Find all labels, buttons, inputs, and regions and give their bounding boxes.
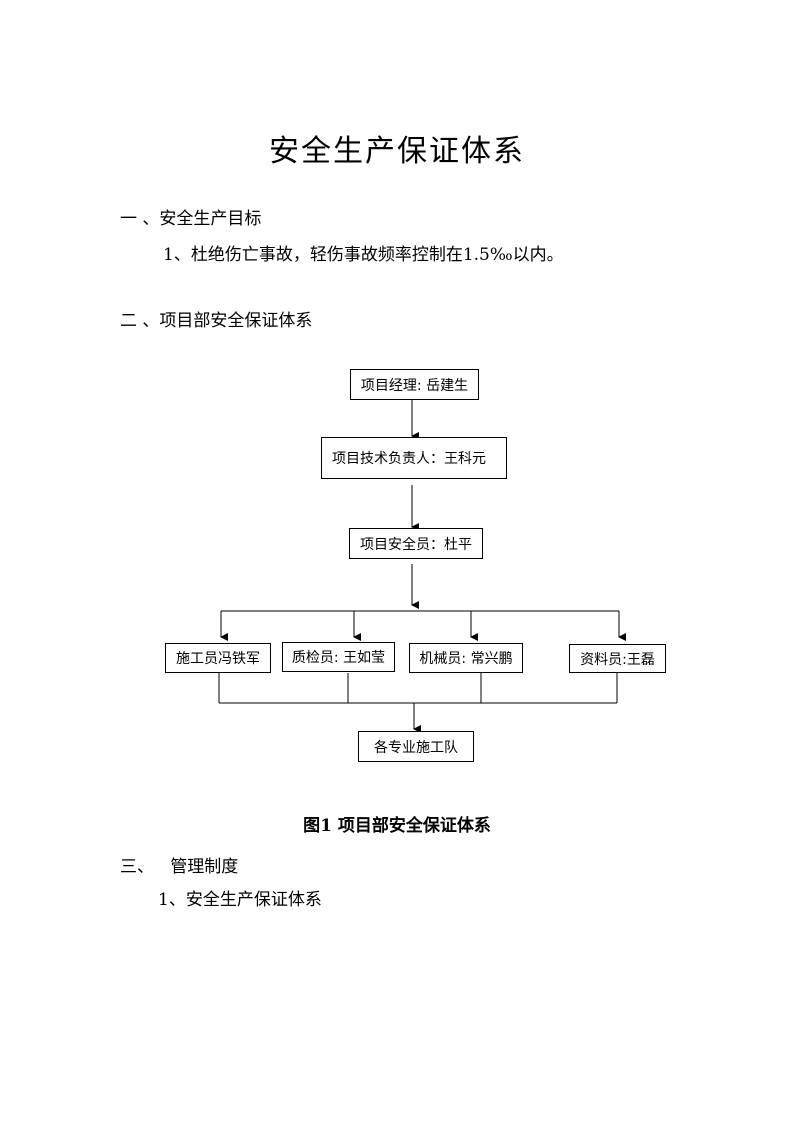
section-2-heading: 二 、项目部安全保证体系 — [120, 311, 313, 331]
org-box-manager: 项目经理: 岳建生 — [350, 369, 479, 400]
page-title: 安全生产保证体系 — [269, 134, 525, 169]
section-1-item: 1、杜绝伤亡事故，轻伤事故频率控制在1.5‰以内。 — [163, 245, 564, 265]
section-3-heading: 三、 管理制度 — [120, 857, 239, 877]
org-box-staff-construction: 施工员冯铁军 — [165, 643, 271, 673]
org-box-teams: 各专业施工队 — [358, 731, 474, 762]
figure-caption: 图1 项目部安全保证体系 — [303, 816, 491, 836]
org-box-safety-officer: 项目安全员：杜平 — [349, 528, 483, 559]
org-box-tech-lead: 项目技术负责人：王科元 — [321, 437, 507, 479]
section-1-heading: 一 、安全生产目标 — [120, 209, 262, 229]
section-3-item: 1、安全生产保证体系 — [158, 890, 322, 910]
org-box-staff-machinery: 机械员: 常兴鹏 — [409, 643, 523, 673]
org-box-staff-records: 资料员:王磊 — [569, 644, 666, 673]
org-box-staff-quality: 质检员: 王如莹 — [282, 642, 395, 672]
